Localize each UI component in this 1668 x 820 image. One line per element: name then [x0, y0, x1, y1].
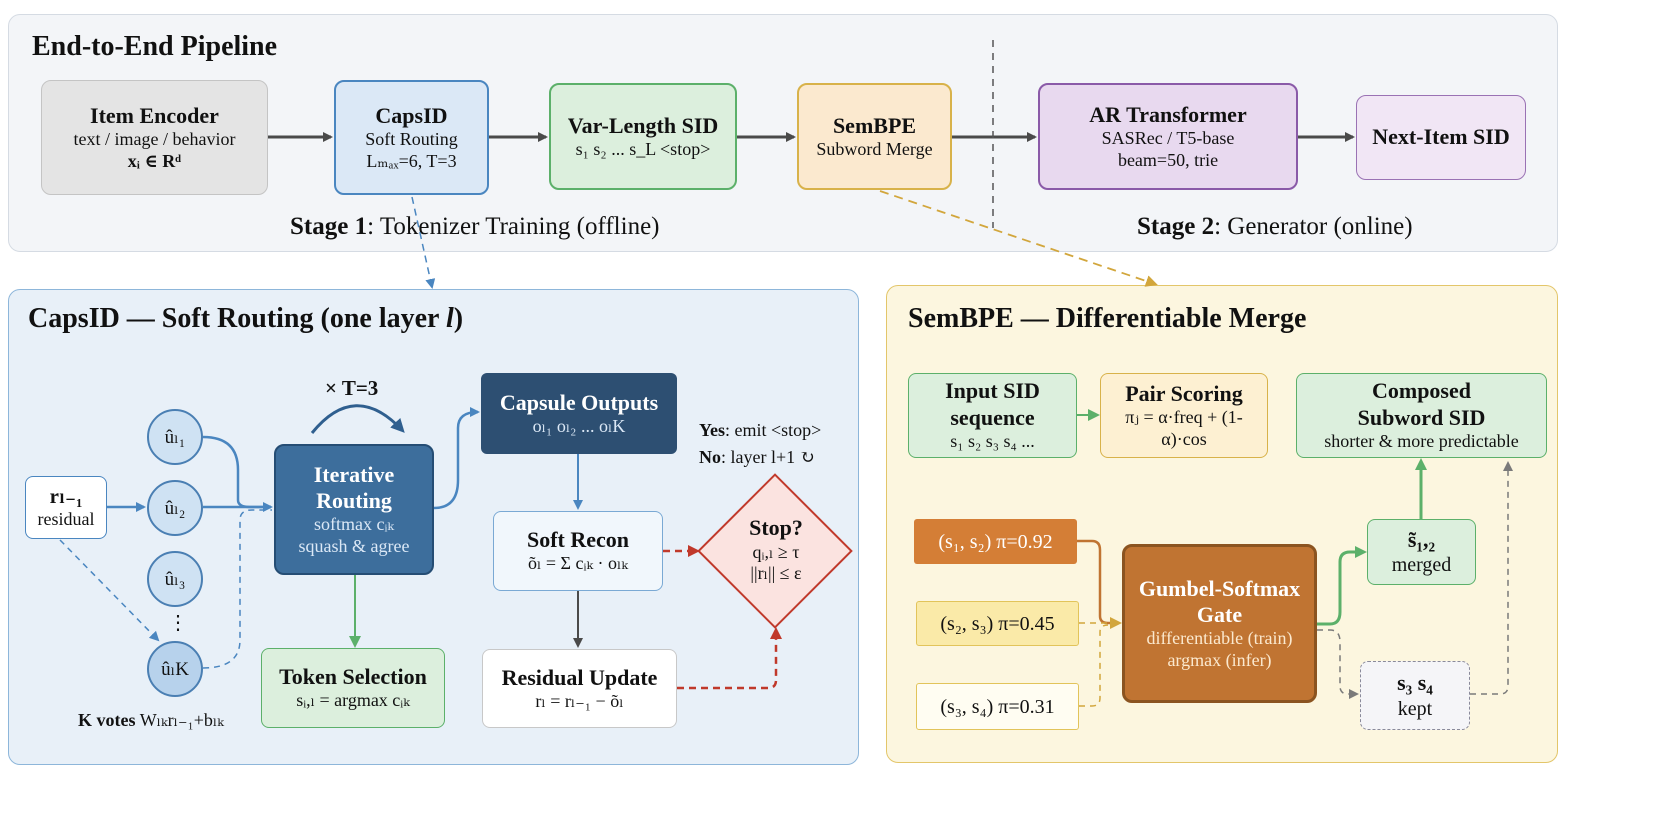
vote-u2[interactable]: ûₗ₂ [147, 480, 203, 536]
item-encoder-title: Item Encoder [90, 102, 219, 128]
kept-title: s₃ s₄ [1397, 670, 1433, 696]
ar-transformer-box[interactable]: AR Transformer SASRec / T5-base beam=50,… [1038, 83, 1298, 190]
merged-title: s̃₁,₂ [1407, 526, 1436, 552]
routing-title2: Routing [316, 487, 392, 513]
gate-line1: differentiable (train) [1146, 628, 1293, 649]
soft-recon-line: õₗ = Σ cᵢₖ · oₗₖ [528, 553, 628, 574]
item-encoder-formula: xᵢ ∈ Rᵈ [127, 150, 182, 171]
sembpe-title: SemBPE [832, 112, 917, 138]
gate-title1: Gumbel-Softmax [1138, 575, 1301, 601]
sembpe-zoom-link [879, 190, 1158, 287]
residual-box[interactable]: rₗ₋₁ residual [25, 476, 107, 539]
input-sid-box[interactable]: Input SID sequence s₁ s₂ s₃ s₄ ... [908, 373, 1077, 458]
yes-label: Yes: emit <stop> [699, 420, 822, 440]
pair1-text: (s₁, s₂) π=0.92 [938, 530, 1053, 553]
residual-line: residual [37, 509, 95, 530]
token-sel-line: sᵢ,ₗ = argmax cᵢₖ [296, 690, 410, 711]
stop-title: Stop? [749, 515, 803, 541]
next-title: Next-Item SID [1372, 124, 1510, 150]
kept-line: kept [1397, 697, 1433, 720]
composed-sid-box[interactable]: Composed Subword SID shorter & more pred… [1296, 373, 1547, 458]
stop-line1: qᵢ,ₗ ≥ τ [752, 541, 800, 562]
input-line: s₁ s₂ s₃ s₄ ... [950, 431, 1035, 452]
pair-line1: πⱼ = α·freq + (1- [1125, 407, 1243, 428]
gate-line2: argmax (infer) [1167, 649, 1272, 670]
sembpe-box[interactable]: SemBPE Subword Merge [797, 83, 952, 190]
token-sel-title: Token Selection [279, 664, 427, 689]
capsid-zoom-link [411, 196, 436, 289]
routing-line2: squash & agree [298, 535, 410, 556]
k-votes-label: K votes Wₗₖrₗ₋₁+bₗₖ [78, 710, 224, 730]
capsid-title: CapsID [375, 102, 448, 128]
pair-scoring-box[interactable]: Pair Scoring πⱼ = α·freq + (1- α)·cos [1100, 373, 1268, 458]
routing-line1: softmax cᵢₖ [314, 514, 394, 535]
gumbel-gate-box[interactable]: Gumbel-Softmax Gate differentiable (trai… [1122, 544, 1317, 703]
residual-update-box[interactable]: Residual Update rₗ = rₗ₋₁ − õₗ [482, 649, 677, 728]
iterative-routing-box[interactable]: Iterative Routing softmax cᵢₖ squash & a… [274, 444, 434, 575]
pair-title: Pair Scoring [1125, 380, 1243, 406]
stage2-caption: Stage 2: Generator (online) [1137, 213, 1413, 240]
merged-line: merged [1391, 554, 1452, 577]
pair2-chip[interactable]: (s₂, s₃) π=0.45 [916, 601, 1079, 646]
times-t-label: × T=3 [325, 376, 379, 400]
stage1-caption: Stage 1: Tokenizer Training (offline) [290, 213, 660, 240]
ar-line2: beam=50, trie [1117, 149, 1219, 170]
kept-box[interactable]: s₃ s₄ kept [1360, 661, 1470, 730]
ar-title: AR Transformer [1089, 101, 1247, 127]
capsid-line1: Soft Routing [365, 129, 458, 150]
input-title1: Input SID [945, 378, 1040, 404]
token-selection-box[interactable]: Token Selection sᵢ,ₗ = argmax cᵢₖ [261, 648, 445, 728]
no-label: No: layer l+1 ↻ [699, 447, 815, 467]
routing-title1: Iterative [313, 461, 395, 487]
item-encoder-box[interactable]: Item Encoder text / image / behavior xᵢ … [41, 80, 268, 195]
vote-u1[interactable]: ûₗ₁ [147, 409, 203, 465]
varlen-line: s₁ s₂ ... s_L <stop> [575, 138, 711, 159]
gate-title2: Gate [1196, 601, 1243, 627]
item-encoder-line: text / image / behavior [73, 129, 236, 150]
vote-uk[interactable]: ûₗK [147, 641, 203, 697]
sembpe-arrows [1077, 409, 1513, 707]
pair3-text: (s₃, s₄) π=0.31 [940, 695, 1055, 718]
pair3-chip[interactable]: (s₃, s₄) π=0.31 [916, 683, 1079, 730]
merged-box[interactable]: s̃₁,₂ merged [1367, 519, 1476, 585]
vote-u3[interactable]: ûₗ₃ [147, 551, 203, 607]
composed-title2: Subword SID [1357, 404, 1486, 430]
sembpe-line: Subword Merge [816, 138, 933, 159]
residual-title: rₗ₋₁ [49, 484, 83, 509]
composed-line: shorter & more predictable [1324, 431, 1519, 452]
stop-text: Stop? qᵢ,ₗ ≥ τ ||rₗ|| ≤ ε [716, 505, 836, 595]
capsid-box[interactable]: CapsID Soft Routing Lₘₐₓ=6, T=3 [334, 80, 489, 195]
soft-recon-box[interactable]: Soft Recon õₗ = Σ cᵢₖ · oₗₖ [493, 511, 663, 591]
next-item-box[interactable]: Next-Item SID [1356, 95, 1526, 180]
soft-recon-title: Soft Recon [526, 527, 630, 552]
varlen-sid-box[interactable]: Var-Length SID s₁ s₂ ... s_L <stop> [549, 83, 737, 190]
capsule-out-title: Capsule Outputs [499, 389, 659, 415]
pair-line2: α)·cos [1161, 428, 1207, 449]
ar-line1: SASRec / T5-base [1101, 128, 1235, 149]
composed-title1: Composed [1371, 378, 1471, 404]
residual-update-title: Residual Update [501, 664, 658, 690]
capsid-panel-title: CapsID — Soft Routing (one layer l) [28, 303, 464, 334]
stop-line2: ||rₗ|| ≤ ε [750, 563, 802, 584]
capsid-arrows [59, 404, 782, 690]
capsule-out-line: oₗ₁ oₗ₂ ... oₗK [532, 415, 626, 436]
vote-dots: ⋮ [168, 612, 188, 634]
sembpe-panel-title: SemBPE — Differentiable Merge [908, 303, 1307, 334]
pair1-chip[interactable]: (s₁, s₂) π=0.92 [914, 519, 1077, 564]
residual-update-line: rₗ = rₗ₋₁ − õₗ [535, 690, 624, 711]
varlen-title: Var-Length SID [567, 112, 719, 138]
pipeline-title: End-to-End Pipeline [32, 31, 278, 62]
input-title2: sequence [950, 404, 1035, 430]
pair2-text: (s₂, s₃) π=0.45 [940, 612, 1055, 635]
capsule-outputs-box[interactable]: Capsule Outputs oₗ₁ oₗ₂ ... oₗK [481, 373, 677, 454]
capsid-line2: Lₘₐₓ=6, T=3 [366, 150, 457, 171]
